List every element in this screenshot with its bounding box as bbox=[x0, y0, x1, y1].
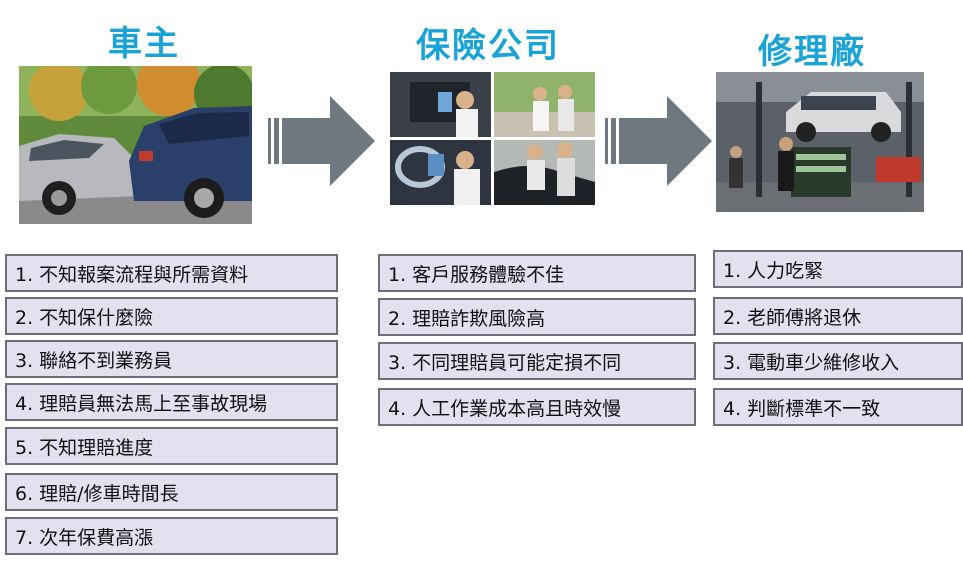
list-item: 4. 判斷標準不一致 bbox=[713, 388, 963, 426]
title-car-owner: 車主 bbox=[108, 24, 180, 64]
list-item: 2. 不知保什麼險 bbox=[5, 297, 338, 335]
list-item: 3. 電動車少維修收入 bbox=[713, 342, 963, 380]
list-item: 4. 人工作業成本高且時效慢 bbox=[378, 388, 696, 426]
list-item: 4. 理賠員無法馬上至事故現場 bbox=[5, 383, 338, 421]
title-repair-shop: 修理廠 bbox=[758, 32, 866, 72]
arrow-right-icon bbox=[268, 96, 376, 190]
list-item: 7. 次年保費高漲 bbox=[5, 517, 338, 555]
title-insurance-company: 保險公司 bbox=[416, 26, 560, 66]
arrow-right-icon bbox=[605, 96, 713, 190]
repair-shop-photo bbox=[716, 72, 924, 212]
list-item: 1. 不知報案流程與所需資料 bbox=[5, 254, 338, 292]
list-item: 3. 不同理賠員可能定損不同 bbox=[378, 342, 696, 380]
list-item: 2. 老師傅將退休 bbox=[713, 297, 963, 335]
list-item: 2. 理賠詐欺風險高 bbox=[378, 298, 696, 336]
list-item: 1. 客戶服務體驗不佳 bbox=[378, 254, 696, 292]
car-crash-photo bbox=[19, 66, 252, 224]
insurance-adjuster-photo bbox=[390, 72, 595, 205]
list-item: 3. 聯絡不到業務員 bbox=[5, 340, 338, 378]
list-item: 1. 人力吃緊 bbox=[713, 250, 963, 288]
list-item: 5. 不知理賠進度 bbox=[5, 427, 338, 465]
list-item: 6. 理賠/修車時間長 bbox=[5, 473, 338, 511]
